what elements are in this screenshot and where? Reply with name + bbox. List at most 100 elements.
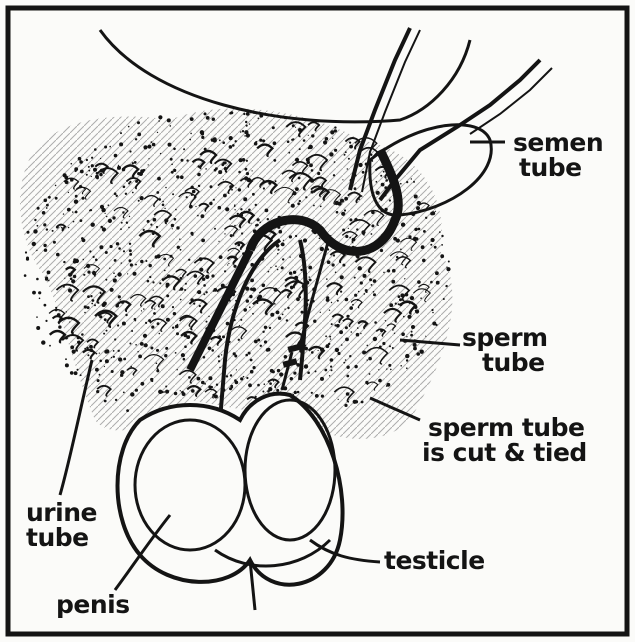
stipple-dot [329,310,330,311]
stipple-dot [183,358,186,361]
stipple-dot [321,395,324,398]
stipple-dot [73,275,76,278]
stipple-dot [400,249,402,251]
stipple-dot [44,199,48,203]
stipple-dot [208,347,212,351]
stipple-dot [342,179,343,180]
stipple-dot [358,266,362,270]
stipple-dot [293,271,296,274]
stipple-dot [289,235,292,238]
stipple-dot [309,163,313,167]
stipple-dot [137,351,138,352]
stipple-dot [331,323,333,325]
stipple-dot [446,267,450,271]
stipple-dot [295,187,299,191]
stipple-dot [268,271,270,273]
stipple-dot [27,231,30,234]
stipple-dot [151,141,153,143]
stipple-dot [363,274,367,278]
stipple-dot [80,219,83,222]
stipple-dot [411,325,415,329]
stipple-dot [264,302,266,304]
stipple-dot [225,207,229,211]
stipple-dot [292,124,295,127]
stipple-dot [184,345,187,348]
stipple-dot [77,369,79,371]
stipple-dot [123,250,125,252]
stipple-dot [154,308,155,309]
stipple-dot [278,317,281,320]
stipple-dot [113,278,117,282]
stipple-dot [357,327,359,329]
stipple-dot [189,139,191,141]
stipple-dot [104,146,107,149]
stipple-dot [319,238,321,240]
stipple-dot [239,158,243,162]
stipple-dot [253,366,256,369]
stipple-dot [305,196,307,198]
stipple-dot [403,316,405,318]
label-semen-tube-line2: tube [513,155,603,180]
stipple-dot [211,138,214,141]
stipple-dot [205,168,207,170]
stipple-dot [81,237,84,240]
stipple-dot [203,356,206,359]
stipple-dot [63,261,65,263]
stipple-dot [45,320,47,322]
stipple-dot [341,212,345,216]
stipple-dot [253,113,254,114]
stipple-dot [291,204,295,208]
stipple-dot [355,400,358,403]
stipple-dot [65,358,67,360]
stipple-dot [162,201,164,203]
stipple-dot [68,192,69,193]
stipple-dot [234,209,235,210]
stipple-dot [55,185,57,187]
stipple-dot [55,307,57,309]
stipple-dot [337,300,339,302]
stipple-dot [79,160,83,164]
stipple-dot [344,197,348,201]
label-sperm-tube-cut: sperm tube is cut & tied [422,415,587,465]
stipple-dot [122,211,124,213]
stipple-dot [385,320,386,321]
stipple-dot [203,293,205,295]
stipple-dot [91,303,93,305]
stipple-dot [138,355,142,359]
stipple-dot [297,202,300,205]
stipple-dot [36,250,37,251]
stipple-dot [49,345,51,347]
stipple-dot [186,335,190,339]
stipple-dot [313,320,316,323]
stipple-dot [86,174,88,176]
stipple-dot [284,309,285,310]
label-sperm-tube-line1: sperm [462,325,548,350]
stipple-dot [100,158,101,159]
stipple-dot [443,298,445,300]
stipple-dot [281,266,284,269]
stipple-dot [401,332,405,336]
stipple-dot [214,169,217,172]
stipple-dot [137,172,140,175]
stipple-dot [234,205,236,207]
stipple-dot [116,242,119,245]
stipple-dot [431,309,433,311]
stipple-dot [93,256,95,258]
stipple-dot [262,391,264,393]
stipple-dot [394,333,395,334]
stipple-dot [380,175,382,177]
stipple-dot [410,296,414,300]
stipple-dot [369,373,371,375]
stipple-dot [336,211,339,214]
stipple-dot [164,270,166,272]
stipple-dot [109,146,111,148]
stipple-dot [374,321,377,324]
stipple-dot [66,311,67,312]
stipple-dot [94,304,96,306]
stipple-dot [159,282,161,284]
stipple-dot [130,392,134,396]
stipple-dot [118,350,120,352]
stipple-dot [143,145,147,149]
stipple-dot [148,158,149,159]
stipple-dot [126,409,129,412]
